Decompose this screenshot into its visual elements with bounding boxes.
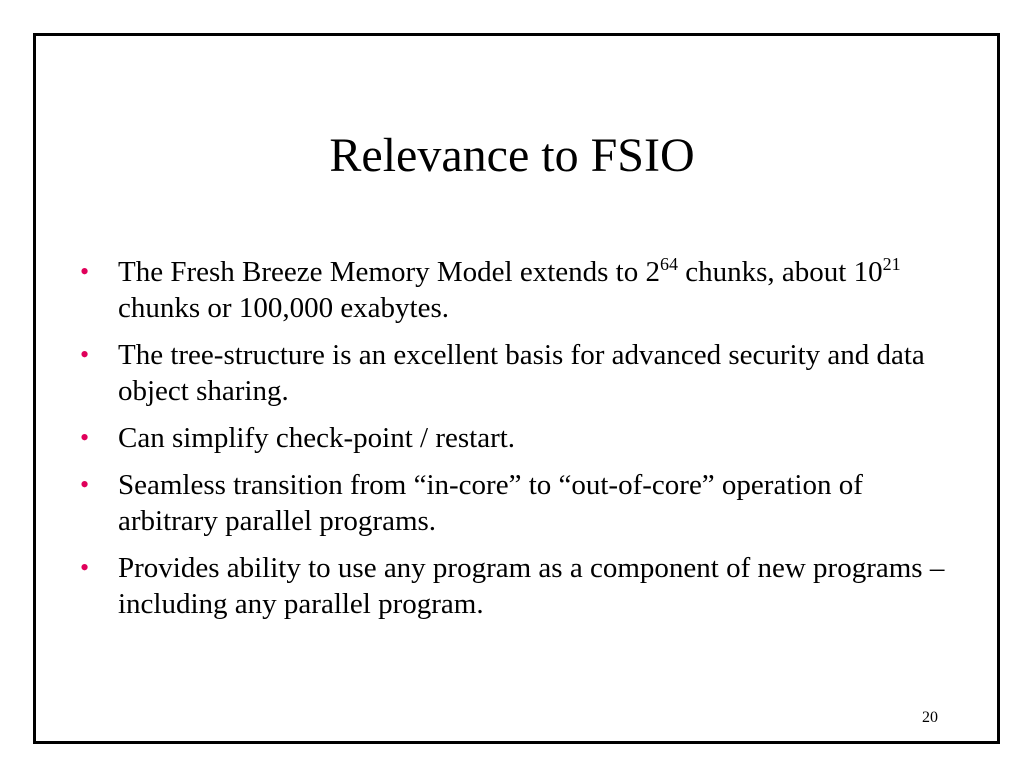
superscript-exponent: 64	[660, 254, 678, 274]
bullet-list: • The Fresh Breeze Memory Model extends …	[80, 254, 960, 633]
bullet-item: • The Fresh Breeze Memory Model extends …	[80, 254, 960, 326]
bullet-item: • Provides ability to use any program as…	[80, 550, 960, 622]
superscript-exponent: 21	[882, 254, 901, 274]
slide-title: Relevance to FSIO	[329, 129, 695, 182]
bullet-icon: •	[80, 257, 90, 286]
bullet-icon: •	[80, 553, 90, 582]
bullet-text-segment: chunks, about 10	[678, 256, 883, 288]
slide-border	[33, 33, 1000, 744]
page-number: 20	[922, 709, 938, 726]
bullet-item: • Can simplify check-point / restart.	[80, 420, 960, 456]
bullet-icon: •	[80, 423, 90, 452]
bullet-text: Can simplify check-point / restart.	[118, 422, 516, 454]
bullet-item: • The tree-structure is an excellent bas…	[80, 337, 960, 409]
bullet-text: The tree-structure is an excellent basis…	[118, 339, 925, 407]
bullet-text: Provides ability to use any program as a…	[118, 552, 945, 620]
bullet-text: Seamless transition from “in-core” to “o…	[118, 469, 863, 537]
bullet-icon: •	[80, 470, 90, 499]
bullet-text: The Fresh Breeze Memory Model extends to…	[118, 254, 901, 324]
bullet-text-segment: chunks or 100,000 exabytes.	[118, 292, 450, 324]
bullet-icon: •	[80, 340, 90, 369]
bullet-item: • Seamless transition from “in-core” to …	[80, 467, 960, 539]
bullet-text-segment: The Fresh Breeze Memory Model extends to…	[118, 256, 660, 288]
